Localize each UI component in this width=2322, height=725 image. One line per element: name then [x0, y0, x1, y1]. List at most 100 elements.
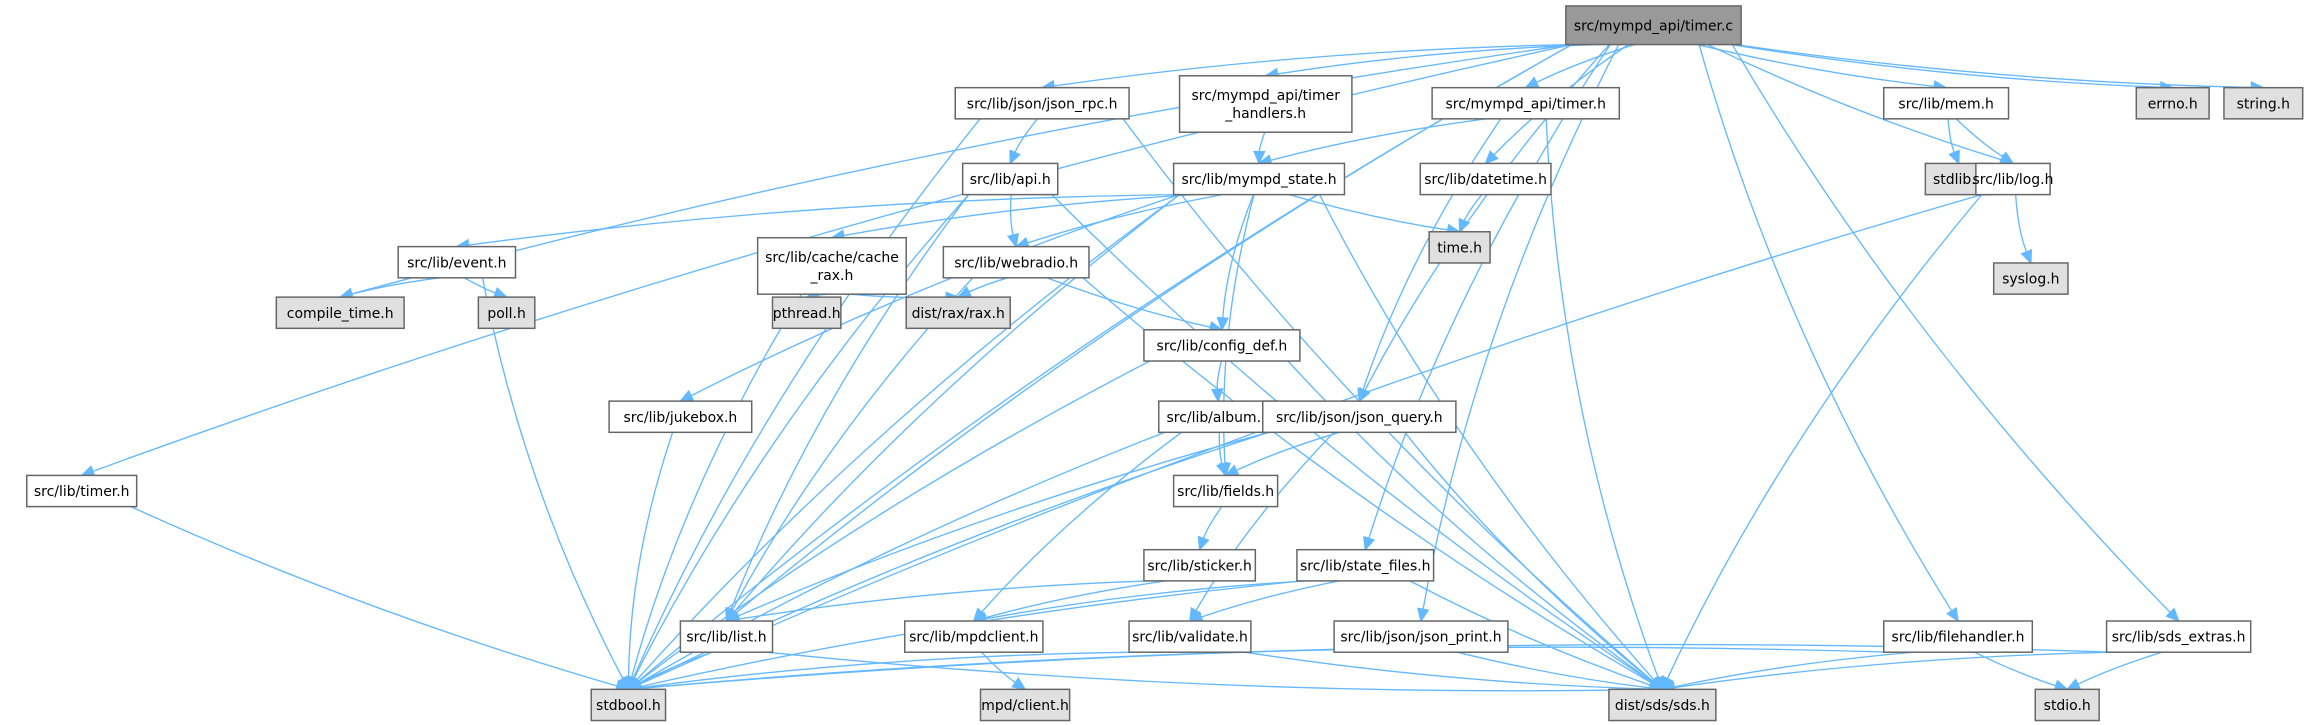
node-box — [1883, 620, 2034, 653]
edge-line — [1046, 277, 1211, 328]
edge-line — [1222, 194, 1255, 319]
node-box — [590, 688, 667, 722]
edge-line — [627, 432, 674, 678]
edge-timer_c-to-stdbool — [627, 43, 1573, 691]
arrowhead-icon — [1999, 151, 2015, 165]
arrowhead-icon — [622, 676, 635, 692]
node-json-print[interactable]: src/lib/json/json_print.h — [1333, 620, 1509, 653]
arrowhead-icon — [1197, 535, 1210, 552]
edge-filehandler-to-sds — [1660, 651, 1914, 693]
node-validate[interactable]: src/lib/validate.h — [1128, 620, 1252, 653]
node-label: syslog.h — [2002, 272, 2059, 288]
arrowhead-icon — [1363, 535, 1375, 552]
node-mem[interactable]: src/lib/mem.h — [1883, 86, 2010, 120]
arrowhead-icon — [2165, 607, 2180, 623]
node-box — [942, 245, 1090, 279]
node-timer-c[interactable]: src/mympd_api/timer.c — [1565, 5, 1742, 46]
node-label: stdbool.h — [596, 698, 661, 714]
edge-api-to-sds — [1051, 194, 1664, 691]
node-sticker[interactable]: src/lib/sticker.h — [1143, 548, 1257, 582]
node-log[interactable]: src/lib/log.h — [1973, 162, 2054, 196]
edge-line — [635, 194, 1180, 681]
edge-line — [1053, 43, 1572, 87]
edge-log-to-sds — [1661, 194, 1983, 691]
edge-album-to-fields — [1215, 432, 1228, 478]
edge-line — [1457, 651, 1651, 689]
node-string: string.h — [2223, 86, 2304, 120]
node-api[interactable]: src/lib/api.h — [961, 162, 1059, 196]
node-json-rpc[interactable]: src/lib/json/json_rpc.h — [954, 86, 1130, 120]
edge-timer_h-to-json_query — [1357, 118, 1502, 403]
node-filehandler[interactable]: src/lib/filehandler.h — [1883, 620, 2034, 653]
node-jukebox[interactable]: src/lib/jukebox.h — [608, 400, 753, 434]
edge-mympd_state-to-config_def — [1216, 194, 1255, 332]
node-json-query[interactable]: src/lib/json/json_query.h — [1262, 400, 1457, 434]
edge-log-to-syslog — [2015, 194, 2033, 265]
arrowhead-icon — [1253, 150, 1266, 166]
node-state-files[interactable]: src/lib/state_files.h — [1296, 548, 1435, 582]
node-label: src/lib/cache/cache — [765, 250, 899, 266]
node-timer-handlers[interactable]: src/mympd_api/timer_handlers.h — [1178, 75, 1353, 133]
edge-line — [1697, 43, 1935, 88]
edge-line — [737, 431, 1269, 617]
node-mpd-client: mpd/client.h — [979, 688, 1071, 722]
node-box — [275, 296, 405, 330]
arrowhead-icon — [1524, 76, 1540, 89]
edge-line — [981, 651, 1016, 684]
node-box — [1296, 548, 1435, 582]
edge-line — [843, 193, 1196, 237]
edge-line — [1202, 506, 1223, 539]
edge-line — [1318, 194, 1655, 681]
arrowhead-icon — [1009, 149, 1021, 165]
edge-line — [630, 293, 802, 679]
node-poll: poll.h — [477, 296, 536, 330]
edge-fields-to-sticker — [1197, 506, 1223, 552]
node-sds-extras[interactable]: src/lib/sds_extras.h — [2105, 620, 2252, 653]
node-label: src/lib/mpdclient.h — [909, 630, 1038, 646]
node-label: string.h — [2237, 96, 2290, 112]
node-album[interactable]: src/lib/album.h — [1158, 400, 1279, 434]
node-box — [979, 688, 1071, 722]
node-mympd-state[interactable]: src/lib/mympd_state.h — [1172, 162, 1346, 196]
node-box — [2135, 86, 2210, 120]
node-webradio[interactable]: src/lib/webradio.h — [942, 245, 1090, 279]
edge-line — [1244, 651, 1651, 690]
edge-line — [730, 194, 970, 611]
node-label: src/lib/log.h — [1973, 172, 2054, 188]
node-timer-h[interactable]: src/mympd_api/timer.h — [1431, 86, 1621, 120]
edge-line — [738, 580, 1150, 620]
node-box — [1172, 474, 1279, 508]
node-compile-time: compile_time.h — [275, 296, 405, 330]
node-syslog: syslog.h — [1992, 262, 2069, 295]
node-lib-timer[interactable]: src/lib/timer.h — [25, 474, 138, 508]
node-box — [1431, 86, 1621, 120]
edge-mympd_state-to-webradio — [1014, 193, 1223, 249]
node-label: src/lib/api.h — [970, 172, 1051, 188]
node-label: src/lib/datetime.h — [1424, 172, 1547, 188]
edge-event-to-compile_time — [338, 277, 440, 300]
edge-line — [1707, 43, 2002, 161]
edge-mem-to-log — [1955, 118, 2015, 165]
node-box — [2223, 86, 2304, 120]
edge-line — [1955, 118, 2004, 158]
node-mpdclient[interactable]: src/lib/mpdclient.h — [903, 620, 1044, 653]
node-label: src/mympd_api/timer.h — [1445, 96, 1605, 112]
arrowhead-icon — [2020, 249, 2033, 265]
edge-line — [1122, 118, 1654, 683]
edge-line — [1536, 43, 1635, 84]
edge-line — [637, 43, 1573, 683]
arrowhead-icon — [1417, 607, 1430, 623]
node-datetime[interactable]: src/lib/datetime.h — [1419, 162, 1552, 196]
edge-line — [1258, 132, 1266, 152]
node-box — [1992, 262, 2069, 295]
arrowhead-icon — [1458, 217, 1471, 234]
edge-api-to-webradio — [1006, 194, 1020, 249]
edge-sds_extras-to-stdio — [2065, 651, 2163, 691]
edge-line — [690, 193, 1180, 397]
node-label: _rax.h — [810, 268, 854, 284]
node-config-def[interactable]: src/lib/config_def.h — [1143, 329, 1301, 362]
node-list[interactable]: src/lib/list.h — [679, 620, 774, 653]
node-event[interactable]: src/lib/event.h — [397, 245, 517, 279]
node-cache-rax[interactable]: src/lib/cache/cache _rax.h — [756, 236, 907, 295]
node-fields[interactable]: src/lib/fields.h — [1172, 474, 1279, 508]
